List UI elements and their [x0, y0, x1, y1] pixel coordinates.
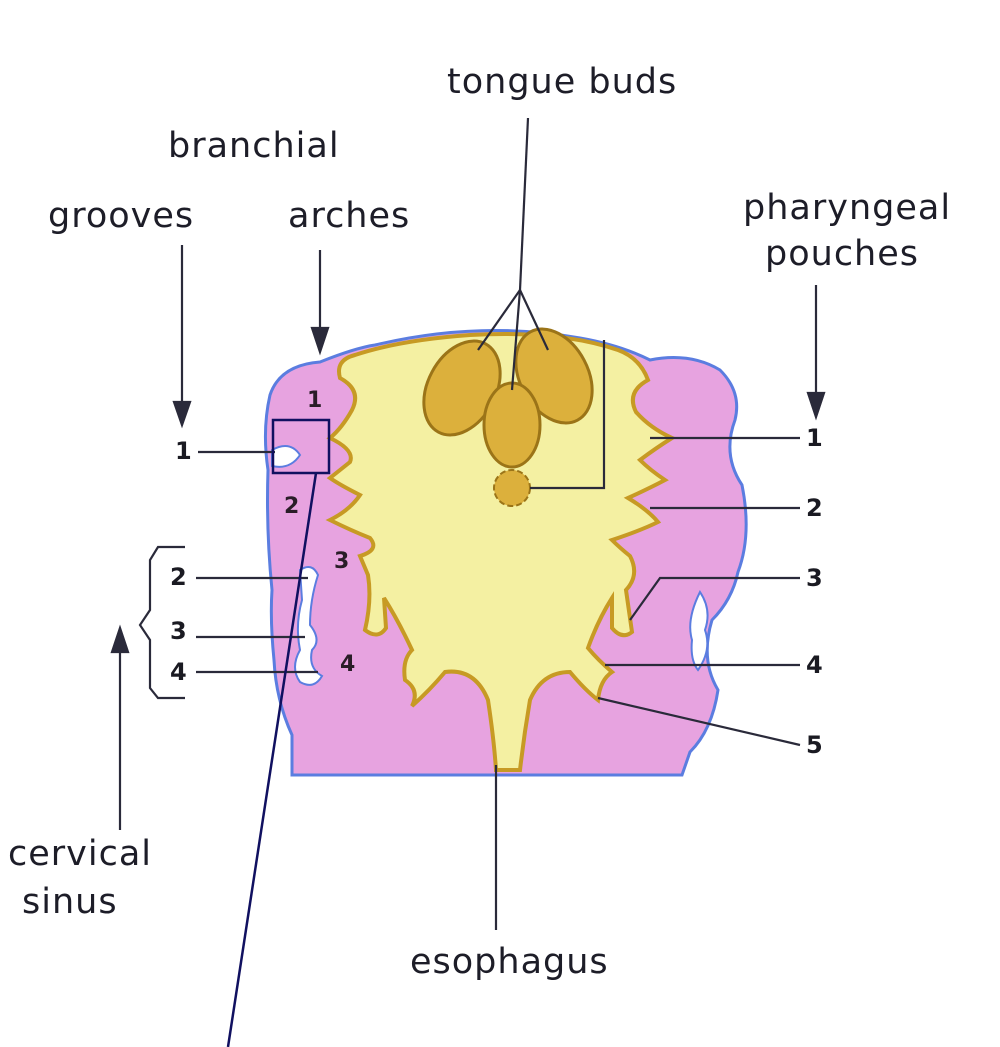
- highlight-box: [271, 418, 331, 475]
- cervical-label: cervical: [8, 834, 153, 874]
- esophagus-label: esophagus: [410, 942, 609, 982]
- pouches-arrowhead: [806, 391, 826, 421]
- right-lateral-cleft: [689, 590, 709, 672]
- pharyngeal-label: pharyngeal: [743, 188, 952, 228]
- highlight-pointer-line: [226, 472, 318, 1047]
- foramen-cecum: [493, 469, 531, 507]
- cervical-sinus-brace: [138, 545, 185, 700]
- arch-number-4: 4: [340, 652, 356, 677]
- arches-arrowhead: [310, 326, 330, 356]
- foramen-cecum-leader: [530, 340, 606, 490]
- groove-number-3: 3: [170, 617, 187, 645]
- arches-label: arches: [288, 196, 411, 236]
- tongue-buds-leader-left: [477, 289, 521, 351]
- groove-number-2: 2: [170, 563, 187, 591]
- pouches-label: pouches: [765, 234, 920, 274]
- sinus-label: sinus: [22, 882, 118, 922]
- branchial-groove-1: [271, 445, 302, 468]
- pharyngeal-lumen: [325, 332, 677, 772]
- groove-number-4: 4: [170, 658, 187, 686]
- grooves-arrowhead: [172, 400, 192, 429]
- pouch-number-5: 5: [806, 731, 823, 759]
- pouch-number-4: 4: [806, 651, 823, 679]
- pouch-number-1: 1: [806, 424, 823, 452]
- pouch-number-2: 2: [806, 494, 823, 522]
- tongue-bud-median: [482, 381, 542, 469]
- tongue-buds-leader-right: [519, 289, 549, 351]
- leader-lines: [110, 117, 826, 930]
- branchial-label: branchial: [168, 126, 340, 166]
- pouch-number-3: 3: [806, 564, 823, 592]
- pouch-3-leader: [629, 576, 800, 621]
- tongue-buds-leader: [518, 117, 530, 291]
- arch-number-1: 1: [307, 388, 323, 413]
- pouch-5-leader: [597, 696, 801, 747]
- tongue-buds-label: tongue buds: [447, 62, 678, 102]
- cervical-sinus-arrowhead: [110, 624, 130, 654]
- groove-number-1: 1: [175, 437, 192, 465]
- grooves-label: grooves: [48, 196, 195, 236]
- cervical-sinus-cleft: [294, 565, 324, 686]
- tongue-buds-leader-mid: [510, 289, 522, 391]
- arch-number-2: 2: [284, 494, 300, 519]
- arch-number-3: 3: [334, 549, 350, 574]
